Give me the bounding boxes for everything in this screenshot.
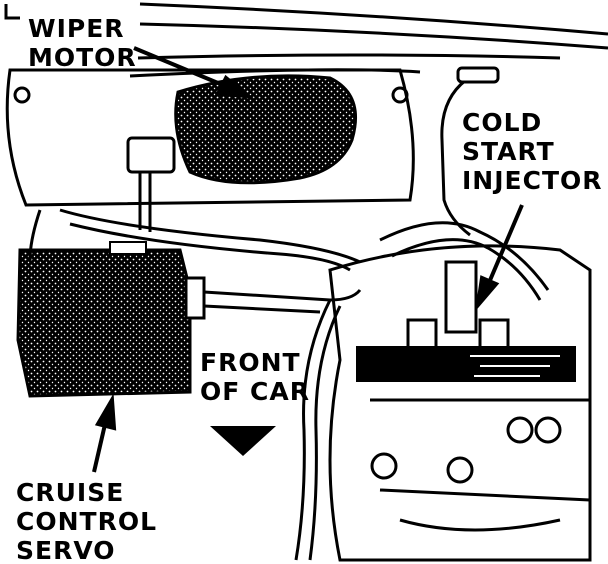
label-cold-start-injector: COLD START INJECTOR <box>462 108 603 195</box>
label-plate-lines <box>470 355 560 377</box>
wiper-connector <box>126 136 176 232</box>
label-front-of-car: FRONT OF CAR <box>200 348 310 406</box>
label-wiper-motor: WIPER MOTOR <box>28 14 137 72</box>
wiper-bracket <box>5 68 415 207</box>
cruise-control-servo <box>16 248 192 398</box>
cables <box>28 208 550 561</box>
wiper-motor <box>174 74 357 185</box>
intake-assembly <box>328 244 592 562</box>
cowl-lines <box>129 2 608 78</box>
down-arrow-icon <box>210 426 276 456</box>
control-label-plate <box>356 346 576 382</box>
label-cruise-control-servo: CRUISE CONTROL SERVO <box>16 478 158 564</box>
corner-mark <box>4 4 20 20</box>
